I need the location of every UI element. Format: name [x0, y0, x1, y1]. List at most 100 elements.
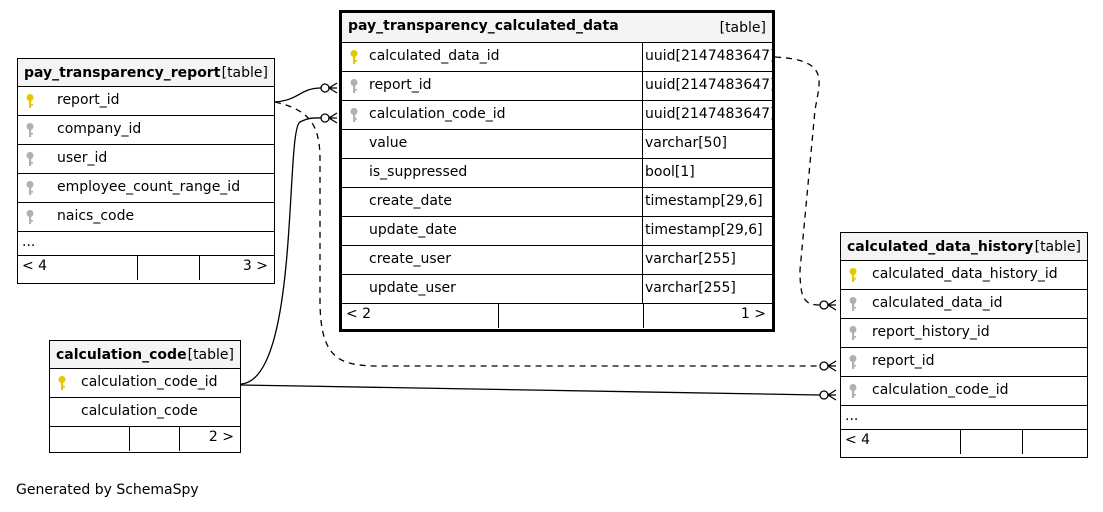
- column-name: create_date: [369, 193, 453, 209]
- column-row[interactable]: report_history_id: [841, 319, 1087, 348]
- column-name: calculation_code: [81, 403, 198, 419]
- table-footer: < 2 1 >: [342, 304, 772, 328]
- column-row[interactable]: create_date timestamp[29,6]: [342, 188, 772, 217]
- table-footer: < 4: [841, 430, 1087, 454]
- footer-right: 1 >: [740, 306, 766, 322]
- footer-right: 2 >: [208, 429, 234, 445]
- column-type: varchar[50]: [645, 135, 727, 151]
- edge-calculated-history: [774, 56, 821, 306]
- crowfoot-marker: [819, 299, 837, 311]
- column-type: uuid[2147483647]: [645, 48, 776, 64]
- column-name: calculated_data_id: [872, 295, 1003, 311]
- table-kind: [table]: [221, 65, 268, 81]
- column-name: update_date: [369, 222, 457, 238]
- column-name: company_id: [57, 121, 142, 137]
- column-row[interactable]: employee_count_range_id: [18, 174, 274, 203]
- column-list: calculation_code_id calculation_code: [50, 369, 240, 427]
- column-row[interactable]: calculation_code: [50, 398, 240, 427]
- column-row[interactable]: report_id: [18, 87, 274, 116]
- generated-by-label: Generated by SchemaSpy: [16, 482, 199, 498]
- column-row[interactable]: is_suppressed bool[1]: [342, 159, 772, 188]
- column-row[interactable]: naics_code: [18, 203, 274, 232]
- column-type: varchar[255]: [645, 280, 736, 296]
- primary-key-icon: [25, 93, 35, 109]
- column-row[interactable]: calculated_data_id uuid[2147483647]: [342, 43, 776, 72]
- column-row[interactable]: report_id: [841, 348, 1087, 377]
- foreign-key-icon: [848, 383, 858, 399]
- edge-code-calculated: [240, 117, 322, 385]
- column-name: calculated_data_id: [369, 48, 500, 64]
- column-name: calculation_code_id: [872, 382, 1009, 398]
- column-name: report_id: [369, 77, 432, 93]
- footer-right: 3 >: [242, 258, 268, 274]
- table-kind: [table]: [187, 347, 234, 363]
- table-kind: [table]: [719, 20, 766, 36]
- foreign-key-icon: [848, 325, 858, 341]
- table-name: pay_transparency_report: [24, 65, 221, 81]
- foreign-key-icon: [349, 78, 359, 94]
- foreign-key-icon: [848, 296, 858, 312]
- column-row[interactable]: calculation_code_id: [50, 369, 240, 398]
- column-name: report_history_id: [872, 324, 990, 340]
- column-type: varchar[255]: [645, 251, 736, 267]
- foreign-key-icon: [25, 122, 35, 138]
- foreign-key-icon: [349, 107, 359, 123]
- table-header: calculated_data_history [table]: [841, 233, 1087, 261]
- footer-left: < 2: [346, 306, 372, 322]
- table-header: pay_transparency_calculated_data [table]: [342, 13, 772, 43]
- column-type: uuid[2147483647]: [645, 77, 776, 93]
- column-name: report_id: [872, 353, 935, 369]
- table-footer: < 4 3 >: [18, 256, 274, 280]
- table-pay-transparency-calculated-data[interactable]: pay_transparency_calculated_data [table]…: [339, 10, 776, 332]
- crowfoot-marker: [320, 82, 338, 94]
- primary-key-icon: [848, 267, 858, 283]
- edge-report-history: [274, 101, 820, 367]
- column-name: user_id: [57, 150, 108, 166]
- column-row[interactable]: calculation_code_id uuid[2147483647]: [342, 101, 776, 130]
- column-type: uuid[2147483647]: [645, 106, 776, 122]
- table-name: pay_transparency_calculated_data: [348, 18, 619, 34]
- column-name: calculation_code_id: [81, 374, 218, 390]
- column-row[interactable]: calculated_data_id: [841, 290, 1087, 319]
- more-columns: ...: [18, 232, 274, 256]
- column-row[interactable]: calculated_data_history_id: [841, 261, 1087, 290]
- footer-left: < 4: [22, 258, 48, 274]
- table-calculated-data-history[interactable]: calculated_data_history [table] calculat…: [840, 232, 1088, 458]
- table-calculation-code[interactable]: calculation_code [table] calculation_cod…: [49, 340, 241, 453]
- column-row[interactable]: calculation_code_id: [841, 377, 1087, 406]
- footer-left: < 4: [845, 432, 871, 448]
- column-list: calculated_data_history_id calculated_dat…: [841, 261, 1087, 406]
- column-name: is_suppressed: [369, 164, 468, 180]
- primary-key-icon: [349, 49, 359, 65]
- table-header: calculation_code [table]: [50, 341, 240, 369]
- foreign-key-icon: [25, 151, 35, 167]
- crowfoot-marker: [320, 112, 338, 124]
- column-row[interactable]: report_id uuid[2147483647]: [342, 72, 776, 101]
- column-row[interactable]: company_id: [18, 116, 274, 145]
- table-kind: [table]: [1034, 239, 1081, 255]
- primary-key-icon: [57, 375, 67, 391]
- foreign-key-icon: [25, 209, 35, 225]
- crowfoot-marker: [819, 360, 837, 372]
- table-name: calculation_code: [56, 347, 187, 363]
- column-name: calculation_code_id: [369, 106, 506, 122]
- column-type: timestamp[29,6]: [645, 193, 763, 209]
- table-name: calculated_data_history: [847, 239, 1034, 255]
- table-pay-transparency-report[interactable]: pay_transparency_report [table] report_i…: [17, 58, 275, 284]
- column-name: report_id: [57, 92, 120, 108]
- foreign-key-icon: [848, 354, 858, 370]
- table-footer: 2 >: [50, 427, 240, 451]
- column-name: calculated_data_history_id: [872, 266, 1058, 282]
- column-row[interactable]: user_id: [18, 145, 274, 174]
- edge-code-history: [240, 384, 821, 396]
- column-name: employee_count_range_id: [57, 179, 241, 195]
- more-columns: ...: [841, 406, 1087, 430]
- crowfoot-marker: [819, 389, 837, 401]
- column-type: bool[1]: [645, 164, 695, 180]
